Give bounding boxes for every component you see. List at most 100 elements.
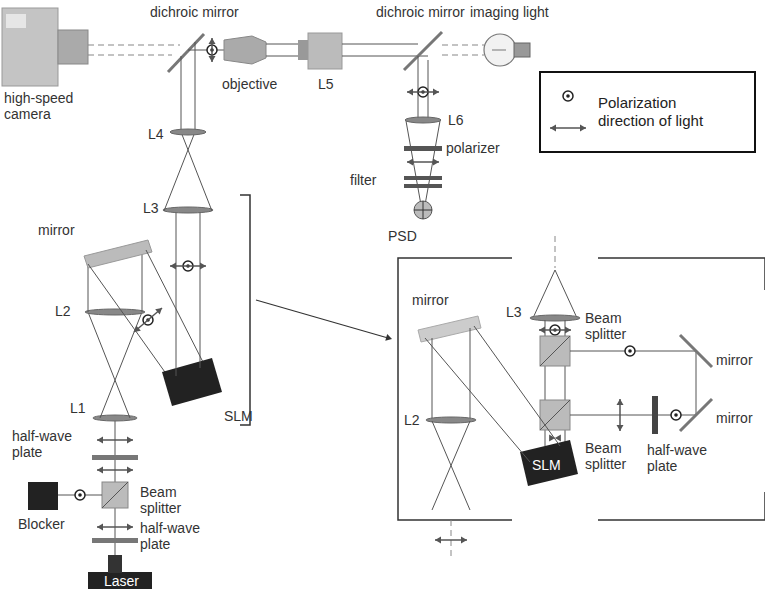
component-label: imaging light bbox=[470, 4, 549, 20]
light-ray bbox=[470, 328, 471, 420]
arrow-head bbox=[209, 38, 216, 44]
arrow-head bbox=[550, 125, 556, 132]
l5-lens bbox=[308, 33, 342, 69]
light-ray bbox=[555, 270, 577, 318]
filter bbox=[404, 184, 442, 188]
half-wave-plate bbox=[92, 538, 138, 543]
light-ray bbox=[533, 270, 555, 318]
arrow-head bbox=[209, 56, 216, 62]
half-wave-plate bbox=[652, 396, 658, 434]
polarization-dot bbox=[563, 91, 573, 101]
arrow-head bbox=[200, 263, 206, 270]
light-ray bbox=[188, 50, 224, 51]
camera-panel bbox=[6, 14, 26, 28]
psd-detector bbox=[414, 201, 432, 219]
light-ray bbox=[142, 249, 143, 312]
half-wave-plate bbox=[92, 455, 138, 460]
light-ray bbox=[200, 210, 201, 368]
camera-body bbox=[2, 8, 58, 86]
light-ray bbox=[195, 42, 196, 132]
component-label: mirror bbox=[716, 410, 753, 426]
arrow-head bbox=[134, 325, 141, 332]
arrow-head bbox=[127, 524, 133, 531]
component-label: dichroic mirror bbox=[376, 4, 465, 20]
light-ray bbox=[181, 56, 182, 132]
component-label: L2 bbox=[55, 303, 71, 319]
light-ray bbox=[425, 121, 440, 205]
laser-body bbox=[88, 572, 152, 589]
imaging-path bbox=[88, 54, 172, 55]
filter bbox=[404, 176, 442, 180]
polarization-arrow bbox=[134, 308, 162, 332]
component-label: mirror bbox=[412, 292, 449, 308]
component-label: dichroic mirror bbox=[150, 4, 239, 20]
legend-text: Polarization direction of light bbox=[598, 94, 723, 130]
bulb-base bbox=[514, 43, 530, 57]
lens bbox=[405, 117, 441, 123]
arrow-head bbox=[385, 334, 392, 341]
component-label: half-wave plate bbox=[12, 428, 84, 460]
polarizer bbox=[404, 146, 442, 151]
light-ray bbox=[100, 312, 142, 418]
component-label: filter bbox=[350, 172, 376, 188]
polarization-dot bbox=[671, 410, 681, 420]
light-bulb bbox=[484, 34, 516, 66]
polarization-dot bbox=[625, 346, 635, 356]
spatial-light-modulator bbox=[520, 440, 578, 486]
polarization-dot-center bbox=[566, 94, 570, 98]
psd-cross bbox=[423, 201, 424, 219]
light-ray bbox=[176, 210, 177, 376]
imaging-path bbox=[88, 44, 180, 45]
objective-lens bbox=[224, 36, 266, 64]
light-ray bbox=[88, 312, 130, 418]
polarization-dot-center bbox=[674, 413, 678, 417]
component-label: Beam splitter bbox=[585, 310, 637, 342]
polarization-dot-center bbox=[78, 493, 82, 497]
beam-blocker bbox=[28, 482, 58, 510]
mirror bbox=[418, 316, 481, 342]
component-label: L3 bbox=[143, 200, 159, 216]
component-label: Beam splitter bbox=[585, 440, 637, 472]
mirror bbox=[84, 240, 152, 268]
arrow-head bbox=[565, 327, 571, 334]
arrow-head bbox=[407, 159, 413, 166]
dichroic-mirror bbox=[404, 32, 442, 70]
component-label: polarizer bbox=[446, 140, 500, 156]
polarization-dot-center bbox=[628, 349, 632, 353]
arrow-head bbox=[97, 437, 103, 444]
light-ray bbox=[181, 132, 212, 211]
laser-aperture bbox=[108, 555, 122, 573]
light-ray bbox=[425, 338, 530, 462]
bulb-filament bbox=[492, 50, 506, 51]
camera-lens bbox=[58, 30, 88, 64]
component-label: Laser bbox=[104, 573, 139, 589]
arrow-head bbox=[127, 467, 133, 474]
component-label: L1 bbox=[70, 400, 86, 416]
component-label: mirror bbox=[38, 222, 75, 238]
beam-splitter-face bbox=[540, 400, 570, 430]
mirror bbox=[680, 335, 712, 367]
beam-splitter bbox=[540, 400, 570, 430]
component-label: L4 bbox=[148, 126, 164, 142]
polarization-dot bbox=[75, 490, 85, 500]
component-label: L2 bbox=[404, 412, 420, 428]
light-ray bbox=[474, 326, 560, 446]
light-ray bbox=[406, 121, 421, 205]
component-label: L5 bbox=[318, 76, 334, 92]
beam-splitter bbox=[540, 336, 570, 366]
dichroic-mirror bbox=[168, 34, 204, 72]
beam-axis bbox=[555, 236, 556, 268]
light-ray bbox=[342, 44, 418, 45]
light-ray bbox=[164, 132, 195, 211]
light-ray bbox=[696, 351, 697, 415]
light-ray bbox=[432, 338, 433, 420]
component-label: Blocker bbox=[18, 516, 65, 532]
light-ray bbox=[432, 421, 470, 510]
imaging-path bbox=[442, 44, 484, 45]
beam-splitter-face bbox=[102, 482, 128, 508]
component-label: SLM bbox=[532, 457, 561, 473]
beam-splitter bbox=[102, 482, 128, 508]
lens bbox=[85, 309, 145, 315]
arrow-head bbox=[127, 437, 133, 444]
arrow-head bbox=[435, 537, 441, 544]
